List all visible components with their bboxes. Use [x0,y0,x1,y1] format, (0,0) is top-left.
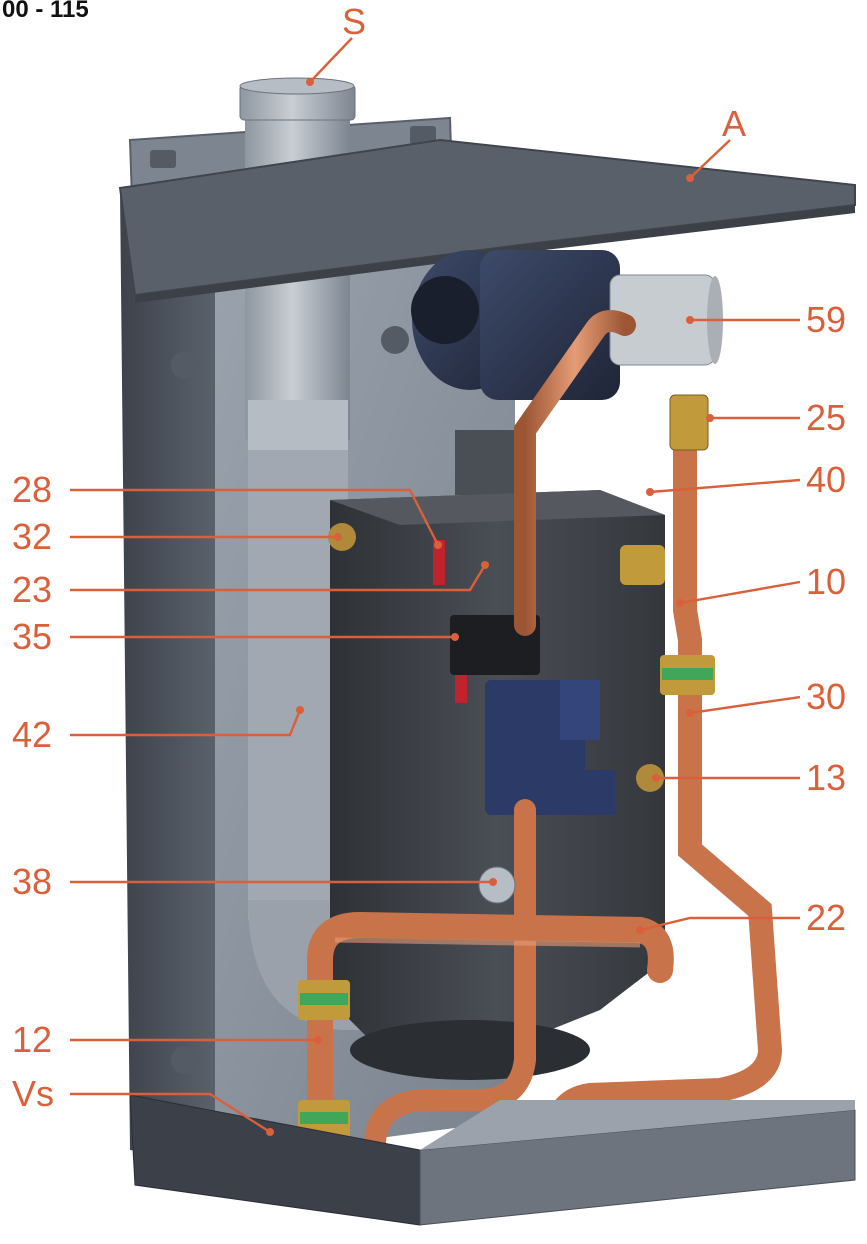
callout-labels: S A 59 25 28 40 32 23 10 35 30 42 13 38 … [12,1,846,1114]
callout-S: S [342,1,366,42]
callout-28: 28 [12,469,52,510]
callout-35: 35 [12,616,52,657]
model-label: 00 - 115 [2,0,89,23]
callout-59: 59 [806,299,846,340]
callout-Vs: Vs [12,1073,54,1114]
callout-25: 25 [806,397,846,438]
callout-23: 23 [12,569,52,610]
callout-22: 22 [806,897,846,938]
callout-leaders [70,37,801,1136]
callout-10: 10 [806,561,846,602]
copper-pipe-return [514,310,636,636]
left-side-panel [120,190,215,1160]
callout-40: 40 [806,459,846,500]
callout-12: 12 [12,1019,52,1060]
air-vent [669,394,709,451]
callout-A: A [722,103,746,144]
copper-pipe-lower [307,911,674,1138]
callout-42: 42 [12,714,52,755]
callout-13: 13 [806,757,846,798]
callout-30: 30 [806,676,846,717]
callout-38: 38 [12,861,52,902]
callout-32: 32 [12,516,52,557]
